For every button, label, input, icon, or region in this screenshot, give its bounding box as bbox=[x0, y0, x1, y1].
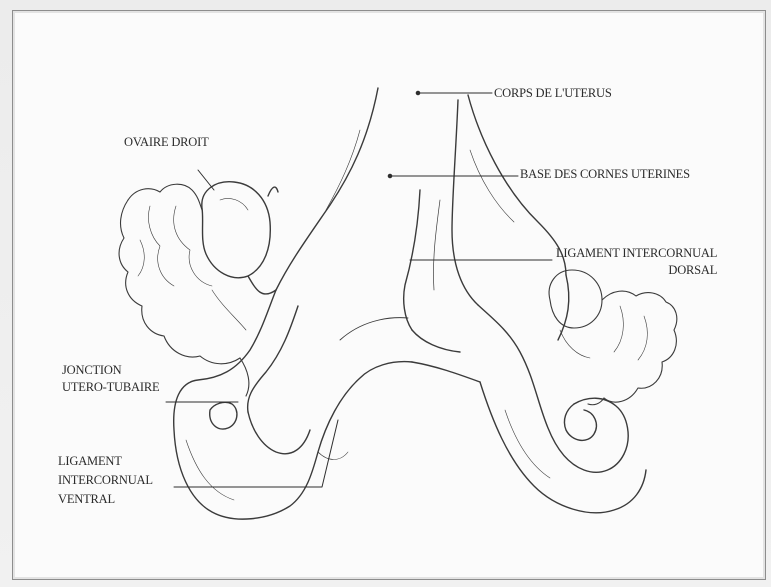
label-ligament-ventral-line2: INTERCORNUAL bbox=[58, 471, 153, 490]
label-jonction-line1: JONCTION bbox=[62, 362, 159, 379]
label-ligament-ventral-line3: VENTRAL bbox=[58, 490, 153, 509]
label-ligament-dorsal-line1: LIGAMENT INTERCORNUAL bbox=[556, 245, 717, 262]
uterine-body bbox=[276, 88, 566, 352]
label-ligament-dorsal-line2: DORSAL bbox=[556, 262, 717, 279]
label-corps-uterus: CORPS DE L'UTERUS bbox=[494, 85, 612, 102]
left-uterine-horn bbox=[174, 290, 480, 519]
right-ovary bbox=[202, 182, 278, 294]
label-ligament-ventral: LIGAMENT INTERCORNUAL VENTRAL bbox=[58, 452, 153, 509]
label-ligament-ventral-line1: LIGAMENT bbox=[58, 452, 153, 471]
label-ligament-dorsal: LIGAMENT INTERCORNUAL DORSAL bbox=[556, 245, 717, 279]
right-uterine-horn bbox=[478, 275, 646, 513]
label-jonction-line2: UTERO-TUBAIRE bbox=[62, 379, 159, 396]
label-jonction-utero-tubaire: JONCTION UTERO-TUBAIRE bbox=[62, 362, 159, 396]
label-ovaire-droit: OVAIRE DROIT bbox=[124, 134, 209, 151]
label-base-cornes: BASE DES CORNES UTERINES bbox=[520, 166, 690, 183]
